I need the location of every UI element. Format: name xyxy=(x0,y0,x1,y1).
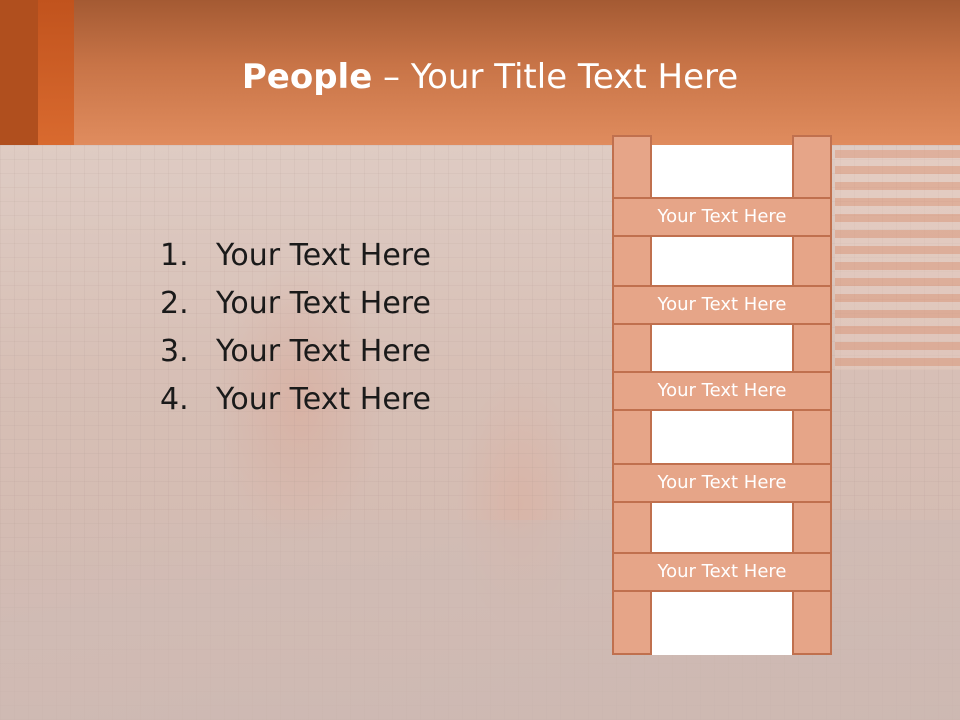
ladder-rung: Your Text Here xyxy=(612,552,832,592)
list-number: 4. xyxy=(160,382,189,417)
list-number: 2. xyxy=(160,286,189,321)
header-accent-left xyxy=(0,0,38,145)
ladder-rung: Your Text Here xyxy=(612,285,832,325)
list-text: Your Text Here xyxy=(216,238,431,273)
list-text: Your Text Here xyxy=(216,334,431,369)
background-stripes xyxy=(835,150,960,370)
header-bar: People – Your Title Text Here xyxy=(0,0,960,145)
header-accent-right xyxy=(38,0,74,145)
list-number: 3. xyxy=(160,334,189,369)
ladder-rung: Your Text Here xyxy=(612,463,832,503)
title-rest: – Your Title Text Here xyxy=(372,57,739,97)
ladder-rung: Your Text Here xyxy=(612,371,832,411)
title-bold: People xyxy=(241,57,373,97)
slide-title: People – Your Title Text Here xyxy=(120,52,860,102)
numbered-list: 1. Your Text Here 2. Your Text Here 3. Your… xyxy=(160,232,480,424)
list-text: Your Text Here xyxy=(216,286,431,321)
list-item: 1. Your Text Here xyxy=(160,232,480,280)
list-item: 4. Your Text Here xyxy=(160,376,480,424)
list-item: 2. Your Text Here xyxy=(160,280,480,328)
list-item: 3. Your Text Here xyxy=(160,328,480,376)
ladder-rung: Your Text Here xyxy=(612,197,832,237)
list-text: Your Text Here xyxy=(216,382,431,417)
list-number: 1. xyxy=(160,238,189,273)
